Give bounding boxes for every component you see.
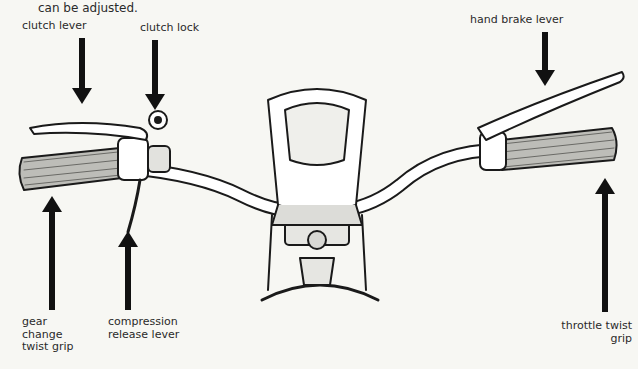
part-label: hand brake lever xyxy=(470,14,600,27)
part-label: compression release lever xyxy=(108,316,208,341)
note-text: can be adjusted. xyxy=(38,2,178,16)
part-label: clutch lock xyxy=(140,22,240,35)
part-label: gear change twist grip xyxy=(22,316,84,354)
part-label: clutch lever xyxy=(22,20,132,33)
part-label: throttle twist grip xyxy=(548,320,632,345)
